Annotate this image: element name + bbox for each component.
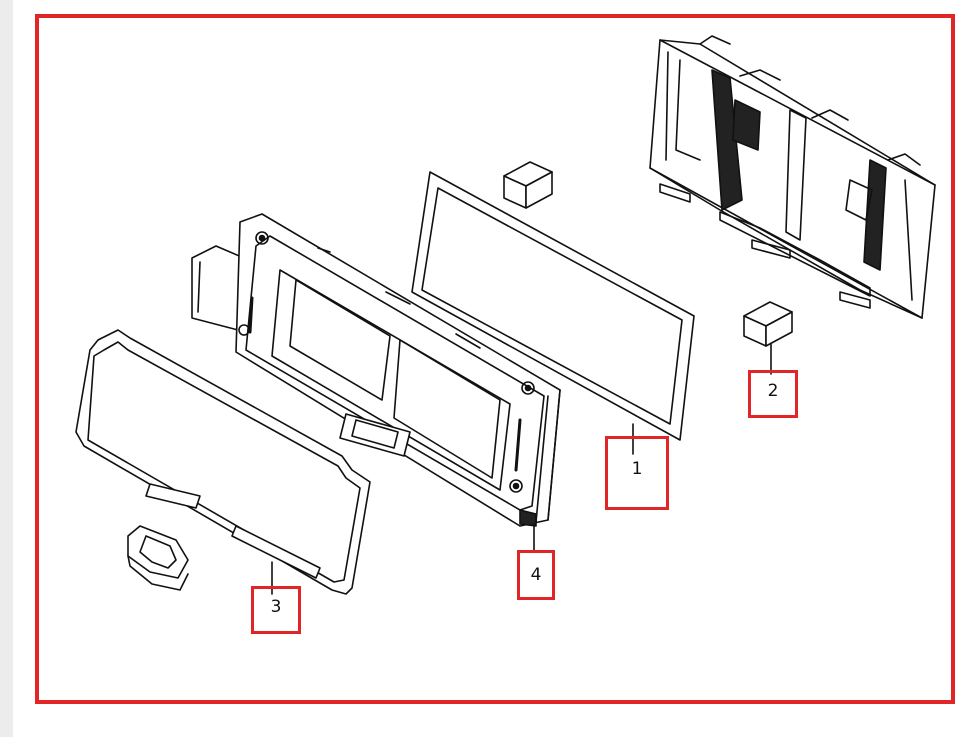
part-3-gasket	[75, 329, 371, 595]
callout-3: 3	[251, 586, 301, 634]
callout-label-4: 4	[530, 565, 542, 585]
callout-label-3: 3	[270, 597, 282, 617]
part-4-front-frame	[191, 213, 561, 527]
callout-4: 4	[517, 550, 555, 600]
ring-seal	[127, 525, 189, 591]
rear-housing	[649, 35, 936, 319]
callout-label-2: 2	[767, 381, 779, 401]
callout-label-1: 1	[631, 459, 643, 479]
callout-2: 2	[748, 370, 798, 418]
callout-1: 1	[605, 436, 669, 510]
diagram-frame	[35, 14, 955, 704]
part-1-glass-panel	[411, 171, 695, 441]
left-rail	[0, 0, 13, 737]
foam-block	[503, 161, 553, 209]
part-2-foam-block	[743, 301, 793, 347]
